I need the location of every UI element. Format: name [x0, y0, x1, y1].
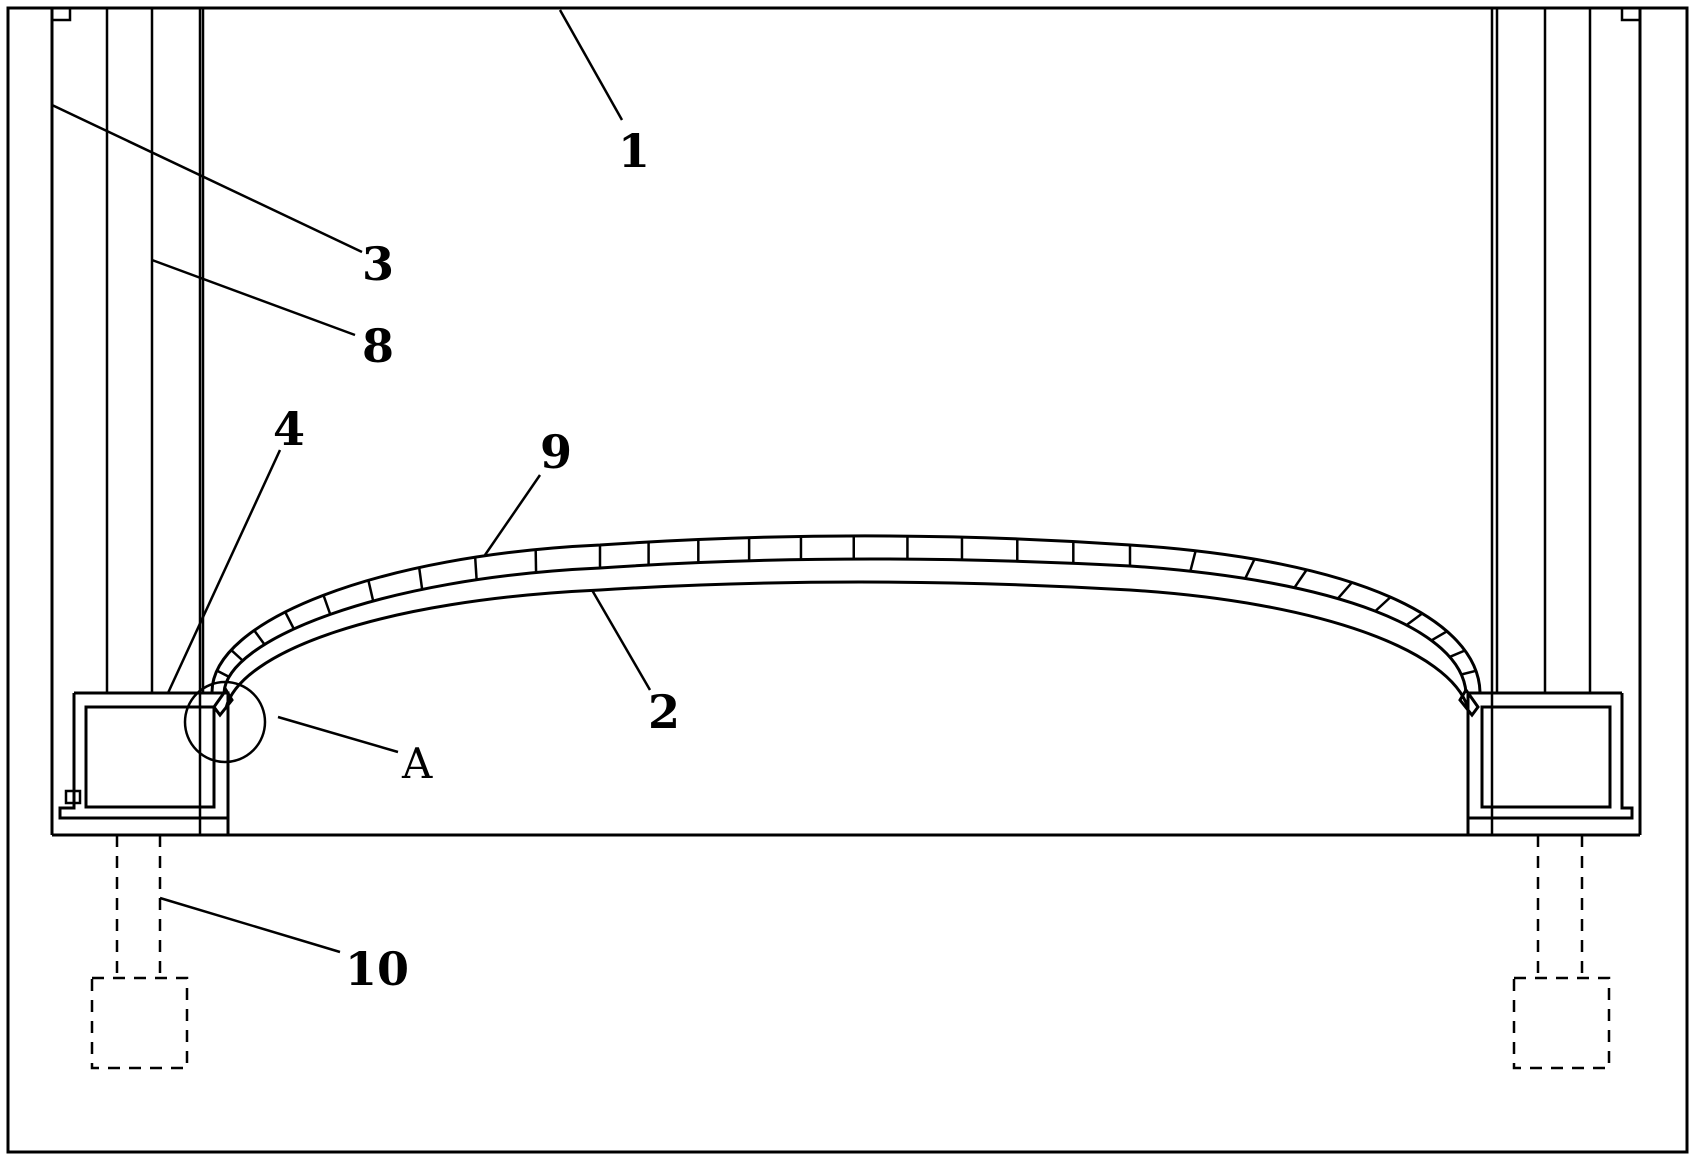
arch-segment-tick — [284, 611, 295, 630]
label-8: 8 — [362, 319, 394, 373]
arch-segment-tick — [1336, 581, 1353, 600]
label-2: 2 — [648, 685, 680, 739]
arch-cover — [210, 534, 1482, 718]
arch-segment-tick — [367, 580, 375, 602]
arch-segment-tick — [1244, 558, 1256, 580]
arch-segment-tick — [1405, 612, 1423, 627]
arch-segment-tick — [230, 649, 244, 662]
arch-segment-tick — [216, 669, 230, 679]
label-10: 10 — [345, 942, 409, 996]
detail-circle-a — [183, 680, 267, 764]
left-bracket — [58, 691, 230, 835]
arch-segment-tick — [1449, 649, 1466, 659]
arch-segment-tick — [1460, 669, 1477, 676]
arch-segment-tick — [417, 567, 424, 590]
label-9: 9 — [540, 425, 572, 479]
right-pile — [1512, 835, 1611, 1070]
outer-frame — [6, 6, 1689, 1154]
arch-segment-tick — [473, 557, 478, 580]
label-1: 1 — [618, 124, 650, 178]
left-pile — [90, 835, 189, 1070]
arch-segment-tick — [1430, 630, 1448, 642]
arch-segment-tick — [1374, 596, 1392, 613]
arch-segment-tick — [322, 594, 332, 615]
label-3: 3 — [362, 237, 394, 291]
tank-body — [50, 8, 1642, 837]
arch-segment-tick — [1293, 569, 1308, 589]
arch-segment-ticks — [216, 536, 1477, 679]
arch-segment-tick — [1189, 550, 1197, 572]
label-a: A — [401, 739, 433, 788]
arch-segment-tick — [253, 629, 266, 646]
label-4: 4 — [273, 402, 305, 456]
right-columns — [1490, 8, 1592, 835]
leader-lines — [51, 9, 652, 954]
left-columns — [105, 8, 205, 835]
